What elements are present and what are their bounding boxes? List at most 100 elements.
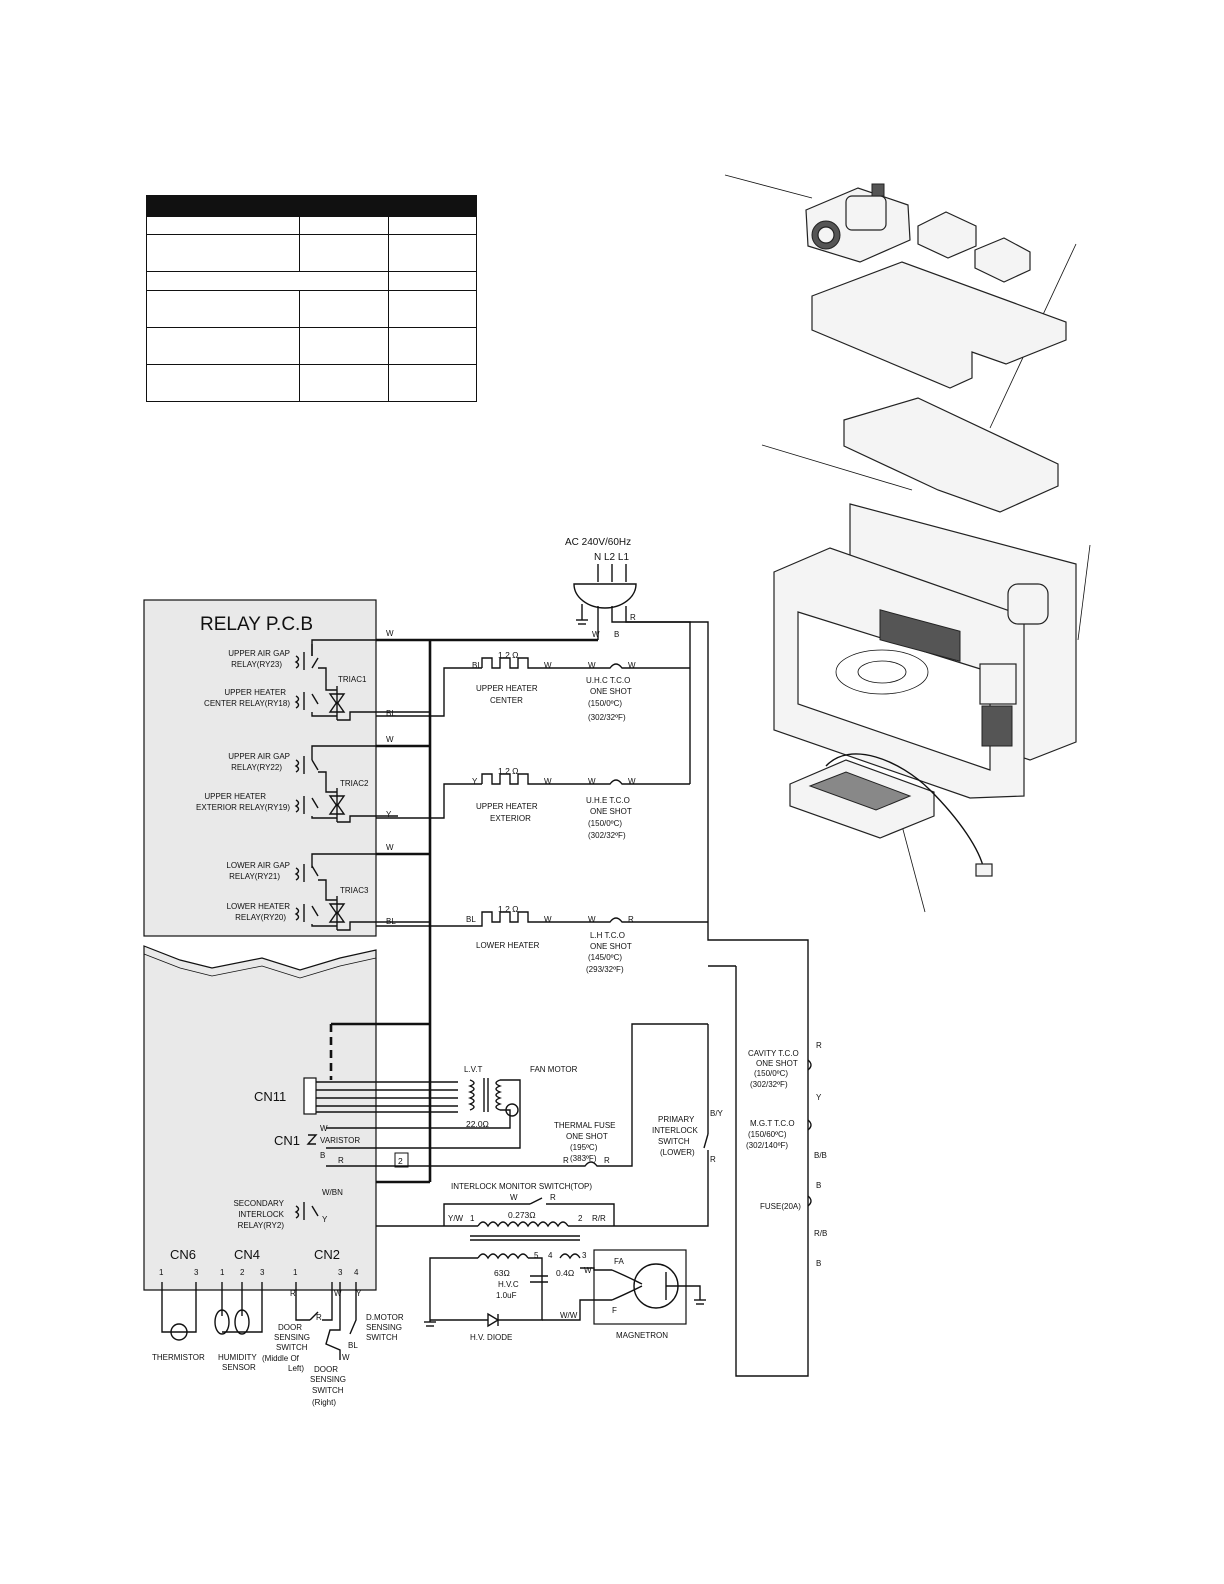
primary-switch-label: INTERLOCK <box>652 1126 698 1135</box>
wire-label: W <box>588 777 596 786</box>
cn11-label: CN11 <box>254 1089 286 1104</box>
wire-label: R <box>630 613 636 622</box>
pin-label: 3 <box>194 1268 199 1277</box>
tco-name: L.H T.C.O <box>590 931 625 940</box>
thermistor-symbol <box>170 1323 188 1341</box>
lvt-label: L.V.T <box>464 1065 482 1074</box>
trans-pin: 1 <box>470 1214 475 1223</box>
hv-diode-label: H.V. DIODE <box>470 1333 512 1342</box>
filament-resistance: 0.4Ω <box>556 1268 574 1278</box>
door-middle-label: SWITCH <box>276 1343 308 1352</box>
f-label: F <box>612 1306 617 1315</box>
wire-label: R/R <box>592 1214 606 1223</box>
duct-cover-part <box>811 261 1067 389</box>
heater-name: CENTER <box>490 696 523 705</box>
fan-resistance: 22.0Ω <box>466 1119 489 1129</box>
wire-label: W <box>588 915 596 924</box>
humidity-label: SENSOR <box>222 1363 256 1372</box>
wire-label: W <box>628 777 636 786</box>
wire-label: BL <box>472 661 482 670</box>
cn1-label: CN1 <box>274 1133 300 1148</box>
upper-heater-exterior: Y W 1.2 Ω UPPER HEATER EXTERIOR W W U.H.… <box>472 766 690 840</box>
pin-label: 4 <box>354 1268 359 1277</box>
thermal-fuse-label: ONE SHOT <box>566 1132 608 1141</box>
humidity-sensor-symbol <box>214 1309 230 1335</box>
cavity-tco-label: CAVITY T.C.O <box>748 1049 799 1058</box>
magnetron-label: MAGNETRON <box>616 1331 668 1340</box>
mgt-tco-label: (302/140ºF) <box>746 1141 788 1150</box>
bottom-heater-part <box>789 753 993 877</box>
leader-line <box>1077 544 1091 641</box>
primary-winding-resistance: 0.273Ω <box>508 1210 536 1220</box>
humidity-sensor-symbol <box>234 1309 250 1335</box>
wire-label: B/Y <box>710 1109 724 1118</box>
wire-label: R <box>338 1156 344 1165</box>
wire-label: R <box>316 1313 322 1322</box>
wire-label: R <box>563 1156 569 1165</box>
spec-table-cell <box>146 234 300 272</box>
tco-celsius: (145/0ºC) <box>588 953 622 962</box>
door-right-label: (Right) <box>312 1398 336 1407</box>
wire-label: R <box>290 1289 296 1298</box>
thermal-fuse-label: (383ºF) <box>570 1154 597 1163</box>
wire-label: W <box>334 1289 342 1298</box>
relay-pcb-upper-panel <box>143 599 377 937</box>
tco-fahrenheit: (302/32ºF) <box>588 831 626 840</box>
wire-label: R <box>628 915 634 924</box>
relay-label: UPPER HEATER <box>204 792 266 801</box>
magnetron-box <box>593 1249 687 1325</box>
wire-label: B <box>816 1181 821 1190</box>
wire-label: B <box>816 1259 821 1268</box>
wire-label: W <box>386 843 394 852</box>
wire-label: R <box>710 1155 716 1164</box>
break-line <box>143 953 377 979</box>
heater-name: EXTERIOR <box>490 814 531 823</box>
pin-label: 1 <box>159 1268 164 1277</box>
spec-table-cell <box>146 364 300 402</box>
safety-chain: R Y B/B B R/B B CAVITY T.C.O ONE SHOT (1… <box>746 1041 827 1268</box>
wire-label: W/BN <box>322 1188 343 1197</box>
power-lines-label: N L2 L1 <box>594 552 629 563</box>
relay-label: LOWER AIR GAP <box>226 861 290 870</box>
heater-name: UPPER HEATER <box>476 802 538 811</box>
varistor-symbol <box>306 1134 318 1145</box>
door-right-label: DOOR <box>314 1365 338 1374</box>
mgt-tco-label: (150/60ºC) <box>748 1130 787 1139</box>
spec-table-cell <box>388 327 477 365</box>
cn4-label: CN4 <box>234 1247 260 1262</box>
heater-name: LOWER HEATER <box>476 941 540 950</box>
plug-body <box>573 583 637 609</box>
cn6-label: CN6 <box>170 1247 196 1262</box>
heater-resistance: 1.2 Ω <box>498 650 519 660</box>
relay-label: CENTER RELAY(RY18) <box>204 699 290 708</box>
door-right-label: SENSING <box>310 1375 346 1384</box>
door-middle-label: DOOR <box>278 1323 302 1332</box>
pin-label: 1 <box>293 1268 298 1277</box>
thermal-fuse-circuit: R R R THERMAL FUSE ONE SHOT (195ºC) (383… <box>326 965 737 1227</box>
hvc-label: 1.0uF <box>496 1291 517 1300</box>
wire-label: Y <box>472 777 478 786</box>
cn2-label: CN2 <box>314 1247 340 1262</box>
tco-name: U.H.E T.C.O <box>586 796 630 805</box>
wire-label: W <box>544 777 552 786</box>
power-supply-label: AC 240V/60Hz <box>565 537 631 548</box>
wire-label: W <box>510 1193 518 1202</box>
spec-table-row <box>146 234 477 272</box>
hv-diode-symbol <box>487 1312 500 1328</box>
wire-label: Y <box>386 810 392 819</box>
wire-label: W <box>386 735 394 744</box>
relay-pcb-lower-panel <box>143 945 377 1291</box>
fan-assembly-part <box>805 183 911 263</box>
wire-label: Y <box>322 1215 328 1224</box>
thermal-fuse-label: (195ºC) <box>570 1143 598 1152</box>
fuse-label: FUSE(20A) <box>760 1202 801 1211</box>
reference-box <box>394 1152 409 1168</box>
hvc-label: H.V.C <box>498 1280 519 1289</box>
thermistor-label: THERMISTOR <box>152 1353 205 1362</box>
tco-fahrenheit: (293/32ºF) <box>586 965 624 974</box>
relay-label: UPPER HEATER <box>224 688 286 697</box>
tco-type: ONE SHOT <box>590 687 632 696</box>
wire-label: W <box>544 661 552 670</box>
wire-label: B/B <box>814 1151 827 1160</box>
